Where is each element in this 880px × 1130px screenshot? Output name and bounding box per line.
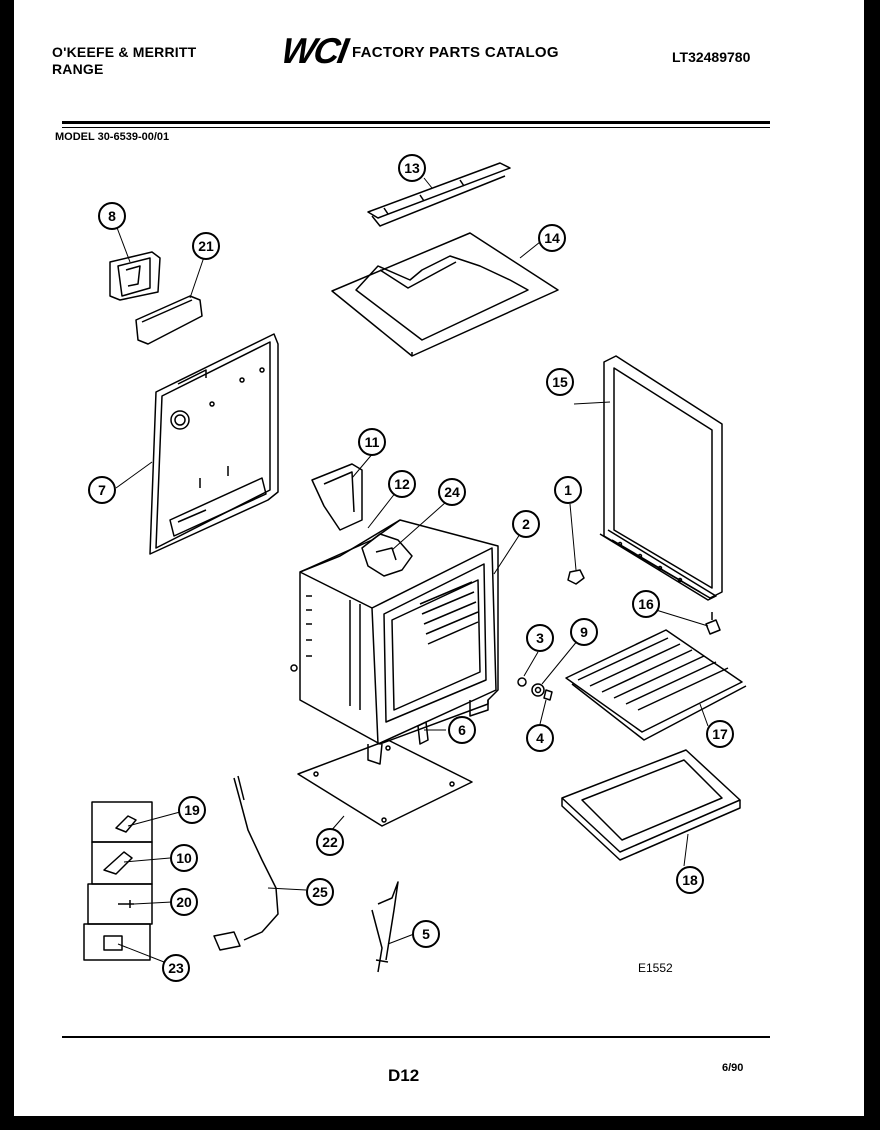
svg-text:10: 10	[176, 850, 192, 866]
svg-text:12: 12	[394, 476, 410, 492]
part-8-bracket	[109, 251, 161, 301]
svg-text:19: 19	[184, 802, 200, 818]
part-1-clip	[567, 569, 585, 585]
callout-labels: 13 14 8 21 15 11 7 12 24 1 2 16 3 9 4 17…	[88, 154, 734, 982]
callout-24: 24	[438, 478, 466, 506]
callout-23: 23	[162, 954, 190, 982]
callout-21: 21	[192, 232, 220, 260]
callout-6: 6	[448, 716, 476, 744]
callout-5: 5	[412, 920, 440, 948]
brand-block: O'KEEFE & MERRITT RANGE	[52, 44, 196, 78]
footer-rule	[62, 1036, 770, 1038]
catalog-date: 6/90	[722, 1062, 744, 1074]
svg-text:8: 8	[108, 208, 116, 224]
svg-text:17: 17	[712, 726, 728, 742]
callout-10: 10	[170, 844, 198, 872]
svg-text:4: 4	[536, 730, 544, 746]
callout-12: 12	[388, 470, 416, 498]
callout-9: 9	[570, 618, 598, 646]
svg-text:25: 25	[312, 884, 328, 900]
part-25-power-cord	[213, 775, 279, 951]
part-2-oven-body	[290, 519, 499, 765]
svg-text:14: 14	[544, 230, 560, 246]
svg-text:13: 13	[404, 160, 420, 176]
callout-20: 20	[170, 888, 198, 916]
callout-3: 3	[526, 624, 554, 652]
callout-14: 14	[538, 224, 566, 252]
part-13-trim-strip	[367, 162, 511, 227]
header-rule-thick	[62, 121, 770, 124]
callout-7: 7	[88, 476, 116, 504]
hardware-boxes	[83, 801, 153, 961]
header-rule-thin	[62, 127, 770, 128]
part-6-clip	[417, 721, 429, 745]
callout-17: 17	[706, 720, 734, 748]
callout-13: 13	[398, 154, 426, 182]
part-16-leveling-leg	[705, 612, 721, 635]
callout-19: 19	[178, 796, 206, 824]
svg-text:3: 3	[536, 630, 544, 646]
svg-text:6: 6	[458, 722, 466, 738]
svg-text:2: 2	[522, 516, 530, 532]
svg-text:15: 15	[552, 374, 568, 390]
svg-text:16: 16	[638, 596, 654, 612]
callout-4: 4	[526, 724, 554, 752]
callout-18: 18	[676, 866, 704, 894]
svg-text:7: 7	[98, 482, 106, 498]
leader-lines	[115, 177, 709, 963]
callout-1: 1	[554, 476, 582, 504]
callout-8: 8	[98, 202, 126, 230]
part-24-insulation	[361, 533, 413, 577]
part-22-bottom-panel	[297, 739, 473, 827]
callout-2: 2	[512, 510, 540, 538]
page-number: D12	[388, 1066, 420, 1085]
part-11-bracket	[311, 463, 363, 531]
svg-text:11: 11	[365, 434, 380, 450]
svg-text:5: 5	[422, 926, 430, 942]
part-21-small-panel	[135, 295, 203, 345]
part-14-top-panel	[331, 232, 559, 357]
brand-name: O'KEEFE & MERRITT	[52, 44, 197, 60]
svg-text:23: 23	[168, 960, 184, 976]
part-3-9-4-hardware	[517, 677, 553, 701]
part-5-spring-clip	[371, 881, 399, 973]
callout-25: 25	[306, 878, 334, 906]
callout-11: 11	[358, 428, 386, 456]
svg-text:21: 21	[198, 238, 214, 254]
part-17-oven-rack	[565, 629, 747, 741]
model-label: MODEL 30-6539-00/01	[55, 131, 170, 143]
svg-text:20: 20	[176, 894, 192, 910]
callout-16: 16	[632, 590, 660, 618]
catalog-number: LT32489780	[672, 49, 751, 65]
diagram-reference: E1552	[638, 961, 673, 975]
part-7-back-panel	[149, 333, 279, 555]
svg-text:9: 9	[580, 624, 588, 640]
svg-text:1: 1	[564, 482, 572, 498]
callout-15: 15	[546, 368, 574, 396]
svg-text:22: 22	[322, 834, 338, 850]
part-15-door-frame	[599, 355, 723, 601]
catalog-title: FACTORY PARTS CATALOG	[352, 44, 559, 61]
part-18-broiler-pan	[561, 749, 741, 861]
svg-text:18: 18	[682, 872, 698, 888]
callout-22: 22	[316, 828, 344, 856]
product-type: RANGE	[52, 61, 104, 77]
svg-text:24: 24	[444, 484, 460, 500]
